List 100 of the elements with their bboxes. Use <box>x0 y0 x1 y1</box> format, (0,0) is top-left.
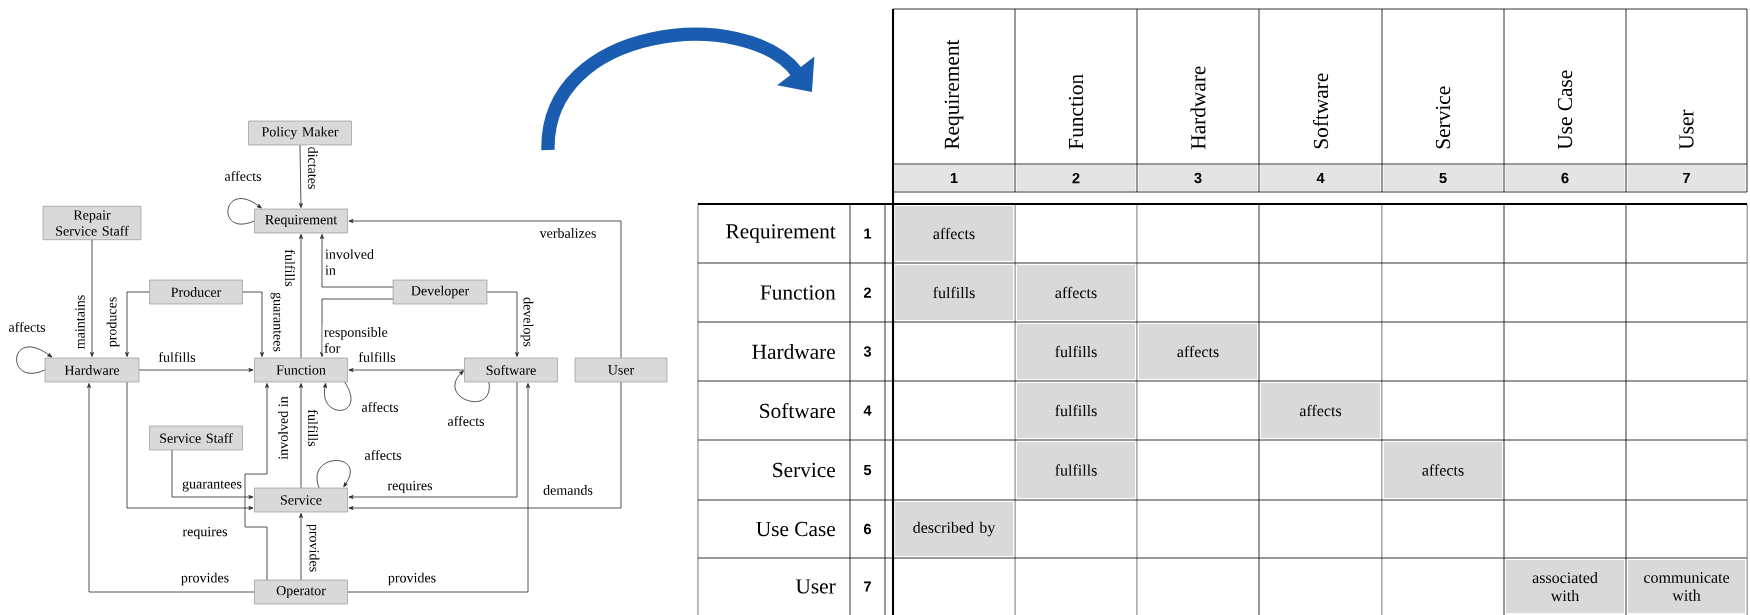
arrow <box>125 291 150 357</box>
shaded-cell: fulfills <box>1017 383 1135 438</box>
entity-box: Requirement <box>254 208 348 234</box>
row-header: Software <box>760 402 835 419</box>
column-number: 4 <box>1260 165 1381 191</box>
arrow <box>299 234 303 359</box>
column-header: Function <box>1068 74 1084 150</box>
row-number: 1 <box>864 228 872 239</box>
row-header: Requirement <box>726 224 836 243</box>
arrow <box>316 460 351 489</box>
shaded-cell: fulfills <box>1017 442 1135 498</box>
entity-box: Service Staff <box>149 425 243 451</box>
arrow <box>323 381 352 411</box>
arrow <box>348 368 465 372</box>
edge-label: provides <box>179 571 231 587</box>
shaded-cell: affects <box>895 206 1013 261</box>
shaded-cell: described by <box>895 502 1013 556</box>
edge-label: affects <box>223 169 263 183</box>
column-header: Requirement <box>944 39 964 150</box>
arrow <box>299 513 303 581</box>
shaded-cell: fulfills <box>1017 324 1135 379</box>
arrow <box>347 383 530 593</box>
column-header: Hardware <box>1190 66 1206 150</box>
arrow <box>87 383 255 593</box>
column-number: 6 <box>1505 165 1625 191</box>
entity-box: Hardware <box>44 357 140 383</box>
arrow <box>348 381 518 499</box>
column-number: 7 <box>1627 165 1746 191</box>
arrow <box>348 219 622 359</box>
entity-box: Repair Service Staff <box>42 206 142 240</box>
shaded-cell: affects <box>1384 442 1502 498</box>
column-number: 2 <box>1016 165 1136 191</box>
entity-box: Operator <box>254 579 348 605</box>
edge-label: affects <box>363 448 403 462</box>
column-header: Use Case <box>1557 70 1573 150</box>
row-header: User <box>795 579 836 594</box>
edge-label: produces <box>105 295 121 349</box>
shaded-cell: affects <box>1139 324 1257 379</box>
row-number: 7 <box>864 581 871 592</box>
arrow <box>227 198 262 225</box>
shaded-cell: fulfills <box>895 265 1013 320</box>
arrow <box>299 383 303 489</box>
row-number: 4 <box>863 405 872 416</box>
row-header: Function <box>760 285 836 300</box>
arrow <box>90 239 94 357</box>
arrow <box>348 381 622 510</box>
entity-box: Function <box>254 357 348 383</box>
column-header: User <box>1679 109 1694 150</box>
edge-label: guarantees <box>180 479 244 493</box>
edge-label: demands <box>541 483 595 497</box>
entity-box: Service <box>254 487 348 513</box>
edge-label: fulfills <box>157 350 197 364</box>
edge-label: affects <box>7 320 47 334</box>
arrow <box>244 383 269 581</box>
shaded-cell: affects <box>1261 383 1380 438</box>
entity-box: User <box>574 357 668 383</box>
arrow <box>126 381 254 510</box>
edge-label: fulfills <box>306 408 320 448</box>
row-header: Use Case <box>756 521 835 537</box>
arrow <box>320 234 394 288</box>
column-number: 1 <box>894 165 1014 191</box>
edge-label: guarantees <box>269 290 283 354</box>
row-header: Service <box>773 462 835 478</box>
entity-box: Software <box>464 357 558 383</box>
edge-label: develops <box>519 295 535 349</box>
shaded-cell: affects <box>1017 265 1135 320</box>
shaded-cell: communicate with <box>1628 560 1745 613</box>
entity-box: Developer <box>392 279 488 305</box>
edge-label: provides <box>386 571 438 587</box>
arrow <box>320 298 394 357</box>
edge-label: requires <box>386 479 434 495</box>
row-number: 3 <box>863 346 872 357</box>
arrow <box>454 370 490 402</box>
row-number: 2 <box>863 287 871 298</box>
edge-label: affects <box>446 414 486 428</box>
entity-box: Policy Maker <box>248 120 352 146</box>
arrow <box>299 144 303 208</box>
arrow <box>138 368 254 372</box>
row-number: 6 <box>863 523 872 535</box>
edge-label: maintains <box>73 293 87 351</box>
arrow <box>242 291 264 357</box>
arrow <box>171 449 254 499</box>
edge-label: dictates <box>306 145 320 191</box>
edge-label: verbalizes <box>538 226 598 240</box>
shaded-cell: associated with <box>1506 560 1624 613</box>
column-number: 5 <box>1383 165 1503 191</box>
column-number: 3 <box>1138 165 1258 191</box>
edge-label: fulfills <box>283 248 297 288</box>
edge-label: involved in <box>276 395 290 462</box>
row-header: Hardware <box>752 344 835 359</box>
arrow <box>16 346 53 374</box>
edge-label: involved in <box>323 247 377 277</box>
entity-box: Producer <box>149 279 243 305</box>
column-header: Service <box>1435 86 1451 149</box>
edge-label: provides <box>305 522 321 574</box>
arrow <box>486 291 519 357</box>
row-number: 5 <box>863 464 872 476</box>
column-header: Software <box>1312 73 1329 149</box>
edge-label: affects <box>360 400 400 414</box>
edge-label: requires <box>181 525 229 541</box>
